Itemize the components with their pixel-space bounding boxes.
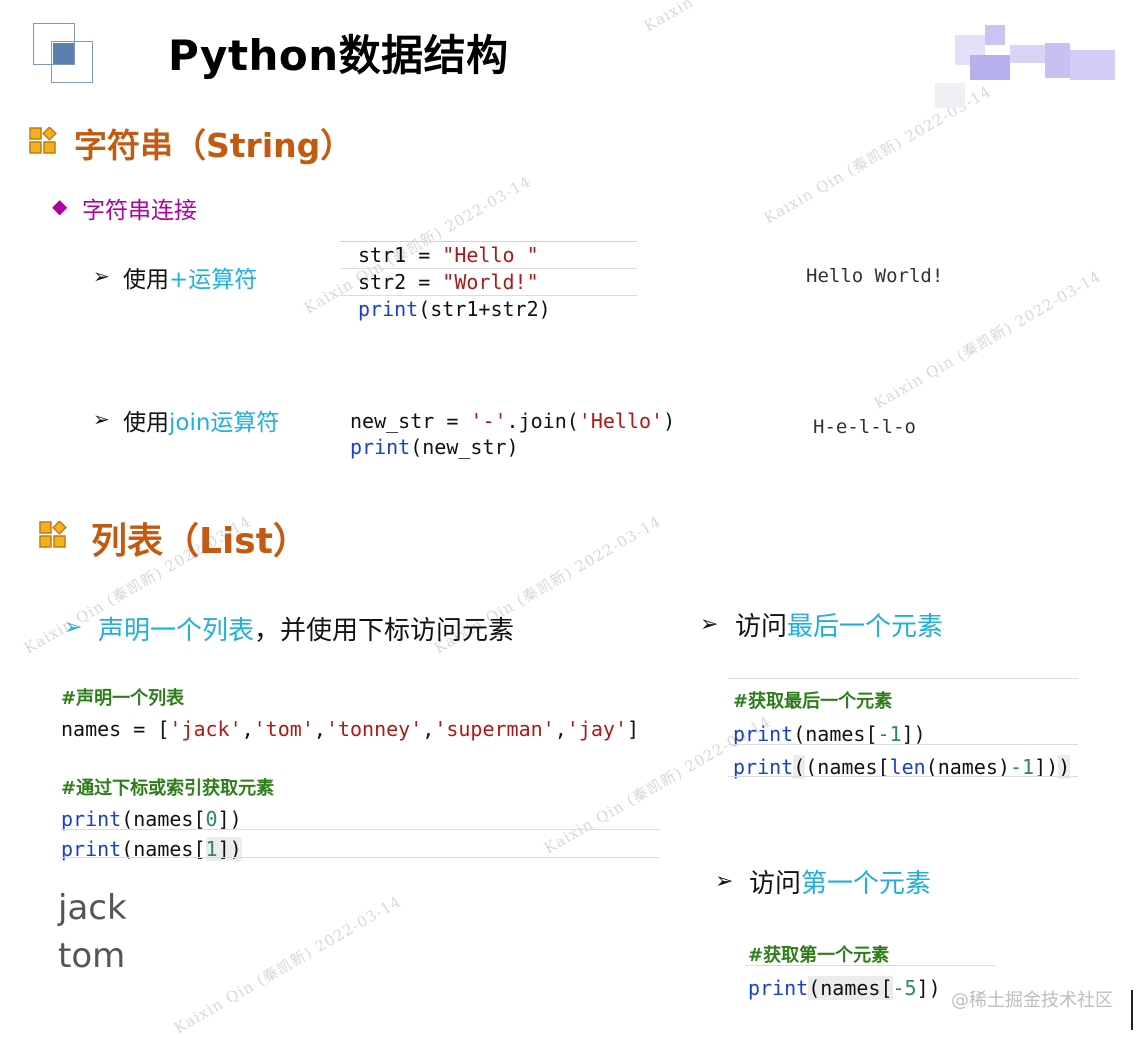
list-section-title: 列表（List） — [91, 521, 309, 562]
plus-operator-label: 使用+运算符 — [123, 260, 257, 294]
watermark: Kaixin Qin (秦凯新) 2022-03-14 — [871, 267, 1105, 413]
index-output: jack tom — [58, 884, 127, 980]
logo-square-front — [51, 41, 93, 83]
code-divider — [60, 829, 660, 830]
code-divider — [60, 857, 660, 858]
heading-rest: ，并使用下标访问元素 — [254, 616, 515, 646]
last-heading: 访问最后一个元素 — [735, 606, 943, 643]
arrow-bullet-icon: ➢ — [64, 615, 83, 640]
plus-output: Hello World! — [806, 265, 944, 287]
first-heading: 访问第一个元素 — [749, 863, 931, 900]
code-divider — [340, 295, 637, 296]
arrow-bullet-icon: ➢ — [700, 612, 719, 637]
watermark: Kaixin Qin (秦凯新) 2022-03-14 — [171, 892, 405, 1038]
code-divider — [728, 776, 1078, 777]
label-prefix: 使用 — [123, 410, 169, 436]
cursor-line — [1131, 990, 1133, 1030]
label-prefix: 使用 — [123, 267, 169, 293]
string-subtopic: 字符串连接 — [82, 198, 197, 224]
section-icon — [39, 521, 67, 548]
page-title: Python数据结构 — [168, 31, 509, 80]
heading-highlight: 最后一个元素 — [787, 612, 944, 642]
plus-code-block: str1 = "Hello " str2 = "World!" print(st… — [358, 243, 551, 321]
code-divider — [728, 678, 1078, 679]
logo-square-back — [33, 23, 75, 65]
first-code-block: #获取第一个元素 print(names[-5]) — [748, 945, 941, 1000]
code-divider — [340, 241, 637, 242]
heading-prefix: 访问 — [735, 612, 788, 642]
arrow-bullet-icon: ➢ — [715, 869, 734, 894]
index-code-block: #通过下标或索引获取元素 print(names[0]) print(names… — [61, 778, 275, 861]
code-divider — [728, 744, 1078, 745]
arrow-bullet-icon: ➢ — [93, 264, 110, 288]
code-divider — [745, 965, 995, 966]
label-highlight: join运算符 — [169, 410, 280, 436]
declare-heading: 声明一个列表，并使用下标访问元素 — [98, 610, 514, 647]
heading-highlight: 第一个元素 — [801, 869, 932, 899]
output-line: tom — [58, 936, 126, 976]
join-operator-label: 使用join运算符 — [123, 403, 279, 437]
code-divider — [340, 268, 637, 269]
arrow-bullet-icon: ➢ — [93, 407, 110, 431]
watermark: Kaixin Qin (秦凯新) 2022-03-14 — [640, 0, 875, 36]
string-section-title: 字符串（String） — [74, 126, 354, 165]
label-highlight: +运算符 — [169, 267, 258, 293]
heading-highlight: 声明一个列表 — [98, 616, 255, 646]
last-code-block: #获取最后一个元素 print(names[-1]) print((names[… — [733, 691, 1071, 779]
section-icon — [29, 127, 57, 154]
diamond-bullet-icon: ◆ — [52, 194, 68, 218]
join-code-block: new_str = '-'.join('Hello') print(new_st… — [350, 409, 676, 459]
blurred-logo — [935, 25, 1115, 108]
logo-fill — [53, 43, 75, 65]
output-line: jack — [58, 888, 127, 928]
footer-credit: @稀土掘金技术社区 — [951, 990, 1113, 1011]
heading-prefix: 访问 — [749, 869, 802, 899]
declare-code-block: #声明一个列表 names = ['jack','tom','tonney','… — [61, 688, 640, 741]
join-output: H-e-l-l-o — [813, 416, 916, 438]
